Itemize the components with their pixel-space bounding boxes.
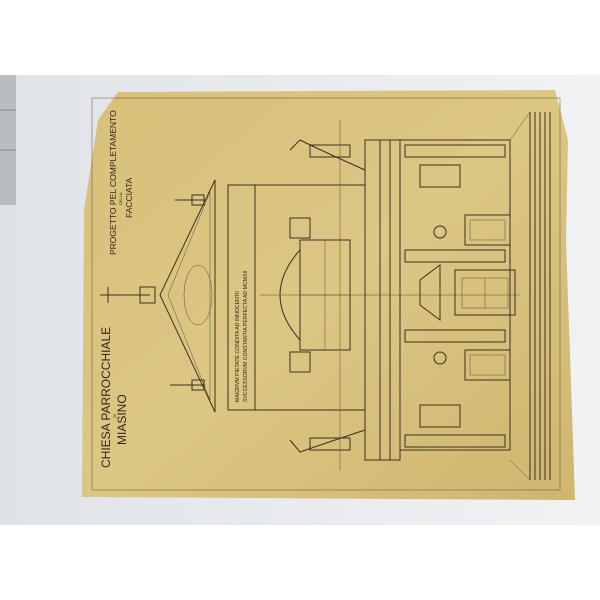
entablature: [227, 184, 256, 411]
pilasters: [404, 144, 506, 448]
facade-drawing: [100, 111, 551, 481]
scroll-volute: [289, 139, 366, 171]
subtitle-facade: FACCIATA: [124, 177, 134, 218]
inscription-line-2: SVCCESSORVM CONSTANTIA PERFECTA AD MCMXI…: [243, 271, 249, 402]
title-block: CHIESA PARROCCHIALE DI MIASINO PROGETTO …: [99, 110, 134, 468]
doors-and-windows: [419, 164, 516, 428]
cartouche: [289, 217, 311, 239]
cartouche: [289, 351, 311, 373]
subtitle-project: PROGETTO PEL COMPLETAMENTO: [108, 110, 118, 255]
binder-edge: [0, 75, 16, 205]
statue-left: [309, 144, 351, 158]
finials: [100, 194, 205, 391]
title-place: MIASINO: [115, 394, 129, 445]
inscription-line-1: MAIORVM PIETATE CONDITA AD INNOCENTII: [235, 291, 241, 402]
scroll-volute: [289, 429, 366, 453]
pediment: [159, 179, 216, 413]
subtitle-della: DELLA: [118, 192, 123, 205]
inscription: MAIORVM PIETATE CONDITA AD INNOCENTII SV…: [235, 271, 249, 402]
title-di: DI: [112, 414, 117, 418]
statue-right: [309, 437, 351, 451]
title-church: CHIESA PARROCCHIALE: [99, 327, 113, 468]
drawing-border: [91, 97, 561, 491]
pediment-ornament: [183, 264, 213, 326]
steps: [509, 111, 551, 481]
